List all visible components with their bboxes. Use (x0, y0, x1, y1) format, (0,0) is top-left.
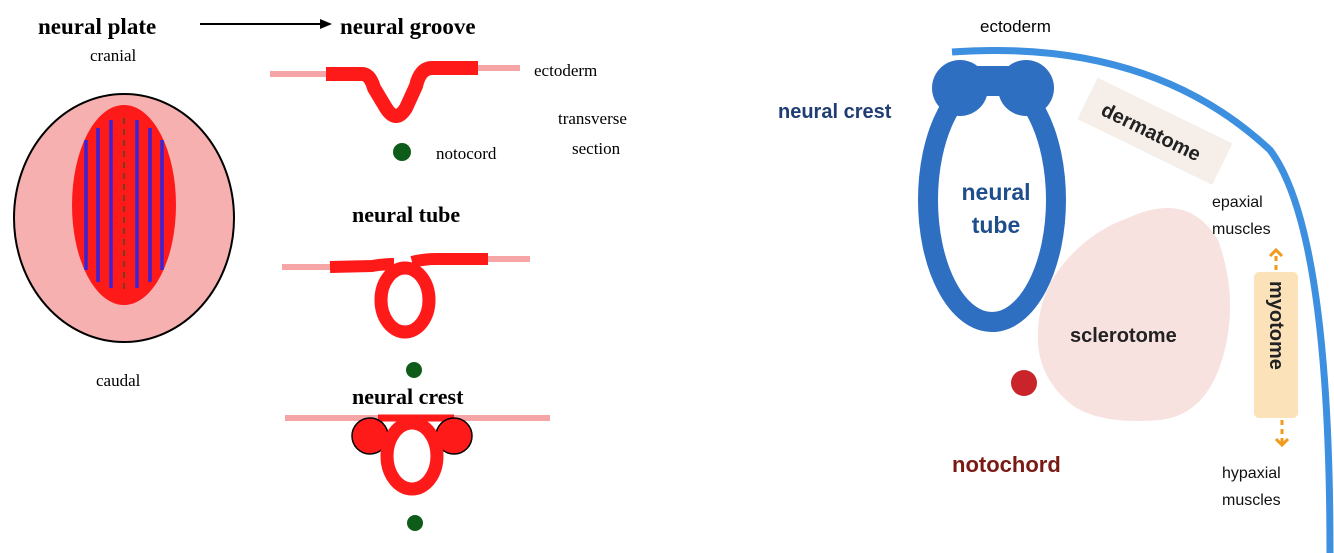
neural-crest-title-left: neural crest (352, 384, 464, 409)
ectoderm-label-left: ectoderm (534, 61, 597, 80)
neural-crest-bridge (960, 66, 1026, 96)
myotome-box (1254, 272, 1298, 418)
ectoderm-arc (951, 46, 1334, 553)
right-panel: ectoderm sclerotome dermatome neural tub… (778, 17, 1334, 553)
notocord-dot-3 (407, 515, 423, 531)
ectoderm-label-right: ectoderm (980, 17, 1051, 36)
notocord-label: notocord (436, 144, 497, 163)
cranial-label: cranial (90, 46, 137, 65)
neural-tube-title: neural tube (352, 202, 460, 227)
notochord-dot (1011, 370, 1037, 396)
hypaxial-label-line1: hypaxial (1222, 465, 1281, 482)
hypaxial-label-line2: muscles (1222, 492, 1281, 509)
neural-plate-title: neural plate (38, 14, 156, 39)
neural-tube-label-line1: neural (961, 179, 1030, 205)
neural-crest-label-right: neural crest (778, 101, 892, 123)
myotome-label: myotome (1265, 281, 1287, 370)
epaxial-label-line1: epaxial (1212, 194, 1263, 211)
neural-tube-label-line2: tube (972, 212, 1021, 238)
caudal-label: caudal (96, 371, 141, 390)
transverse-label-line1: transverse (558, 109, 627, 128)
neural-plate-stripes (84, 120, 164, 288)
notochord-label: notochord (952, 452, 1061, 477)
neural-tube-section (282, 253, 530, 339)
sclerotome-shape (1037, 207, 1231, 421)
left-panel: neural plate neural groove cranial cauda… (13, 14, 627, 531)
sclerotome-label: sclerotome (1070, 325, 1177, 347)
neural-crest-section (285, 414, 550, 496)
neural-groove-title: neural groove (340, 14, 476, 39)
notocord-dot-1 (393, 143, 411, 161)
epaxial-label-line2: muscles (1212, 221, 1271, 238)
neural-plate-oval (13, 93, 235, 343)
dermatome-band: dermatome (1077, 77, 1233, 185)
transverse-label-line2: section (572, 139, 621, 158)
neural-groove-section (270, 61, 520, 123)
notocord-dot-2 (406, 362, 422, 378)
